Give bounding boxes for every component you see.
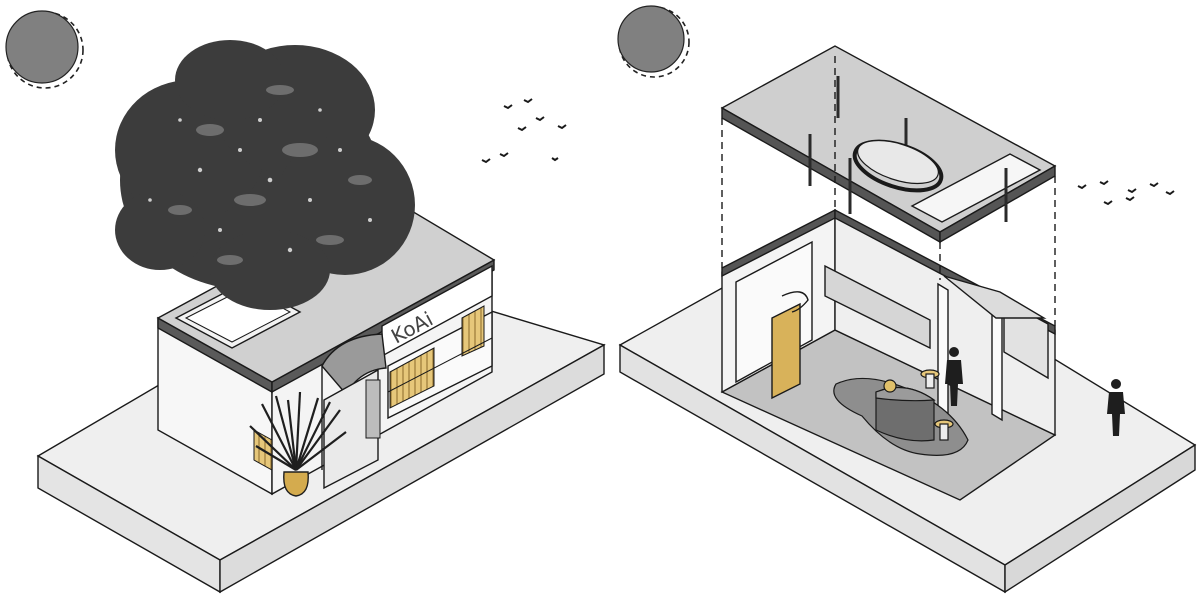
entrance-door bbox=[323, 368, 381, 490]
ring-light-icon bbox=[852, 139, 944, 193]
person-icon bbox=[1107, 379, 1125, 436]
interior-walls bbox=[721, 208, 1056, 437]
tree-icon bbox=[115, 40, 415, 310]
exterior-scene: KoAi bbox=[36, 40, 606, 594]
palm-plant-icon bbox=[249, 391, 347, 497]
front-window bbox=[387, 305, 493, 420]
birds-icon bbox=[1077, 180, 1175, 206]
ceiling-slab bbox=[720, 45, 1057, 244]
projection-lines bbox=[721, 56, 1056, 326]
birds-icon bbox=[481, 98, 567, 164]
wood-panel bbox=[771, 302, 801, 400]
person-icon bbox=[945, 347, 963, 406]
reception-desk bbox=[875, 379, 936, 442]
shop-building: KoAi bbox=[156, 194, 496, 496]
sun-icon bbox=[5, 10, 84, 89]
sun-icon bbox=[617, 5, 690, 78]
stools bbox=[920, 369, 954, 441]
interior-scene bbox=[618, 45, 1197, 594]
